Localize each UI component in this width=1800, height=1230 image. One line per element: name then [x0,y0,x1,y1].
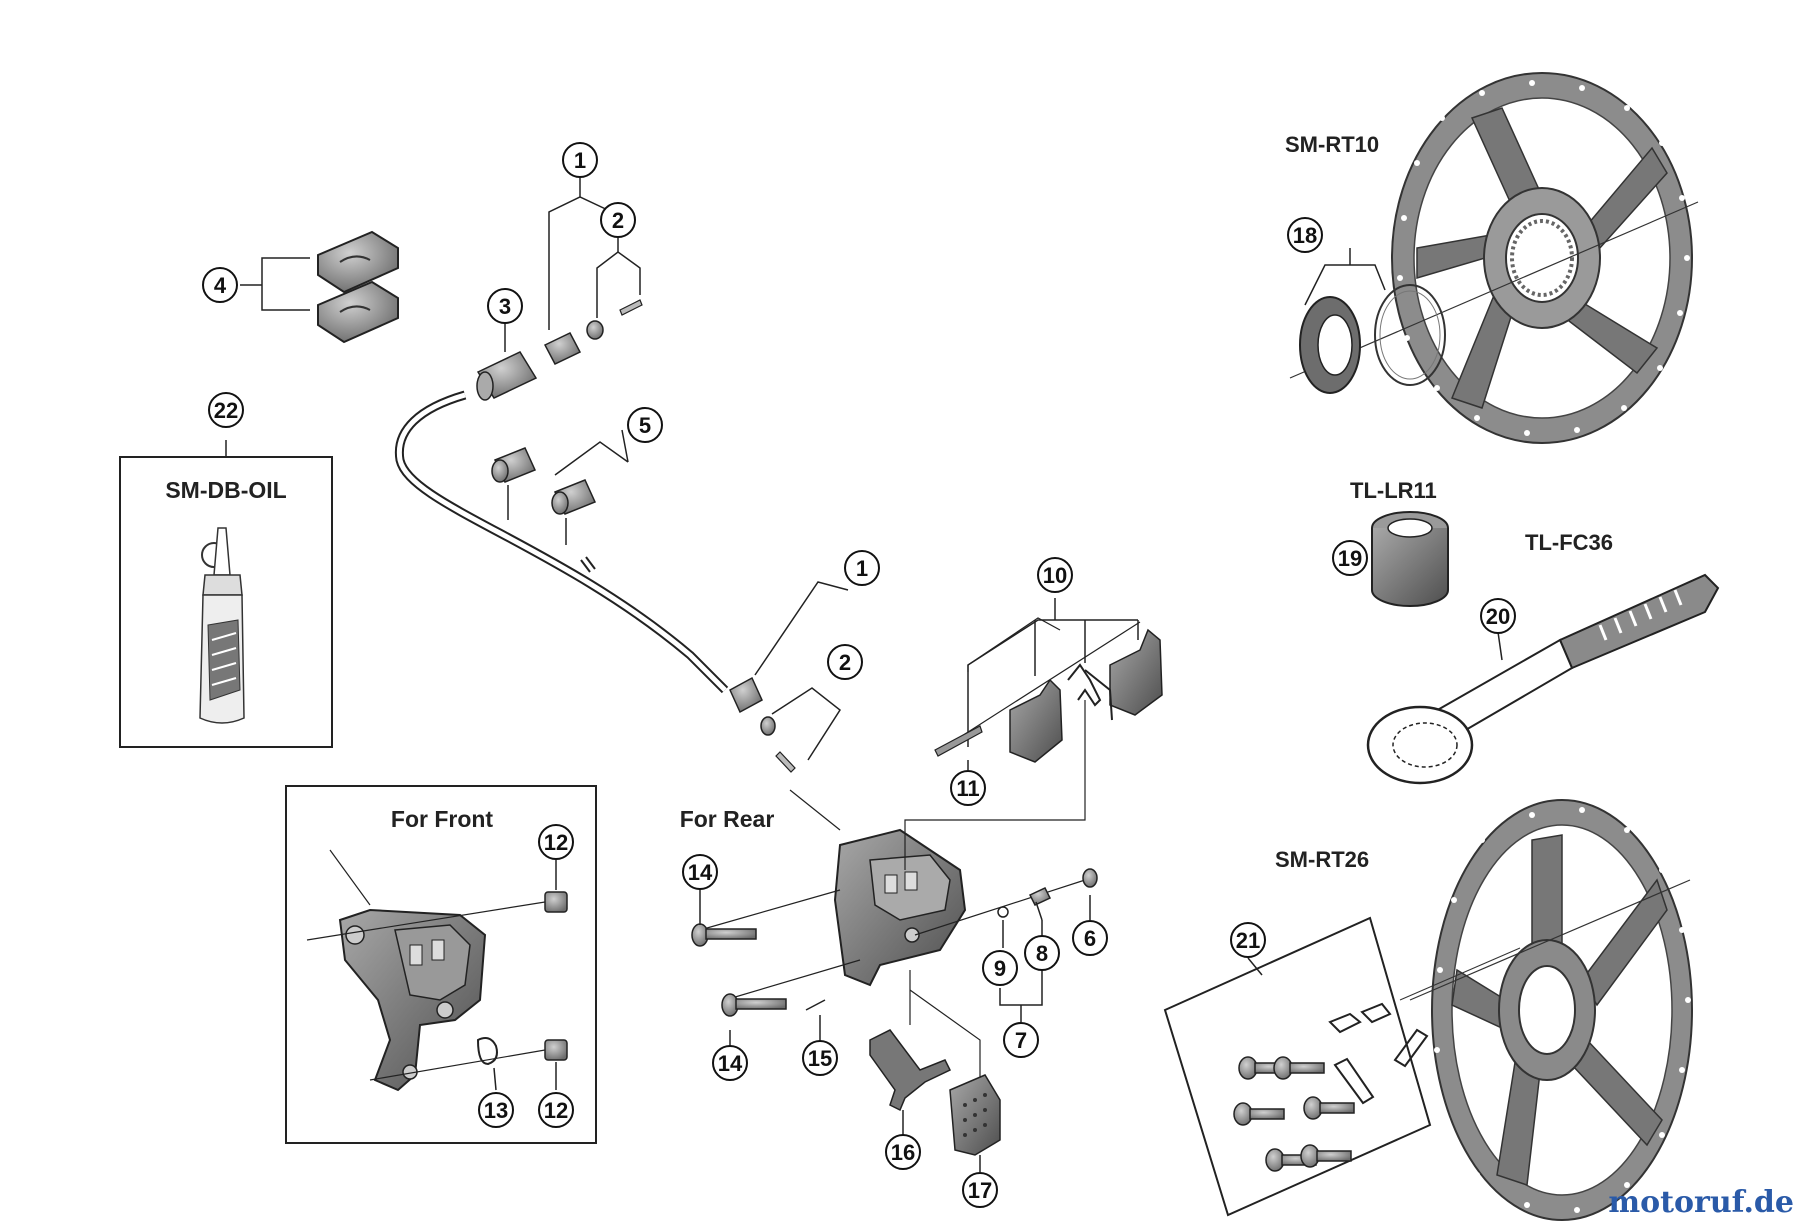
part-1-connector-top [543,178,643,365]
label-tl-lr11: TL-LR11 [1350,478,1437,503]
rotor-sm-rt10: SM-RT10 [1285,72,1699,444]
callout-12-top [538,824,574,860]
callout-number: 18 [1293,223,1317,248]
callout-15 [802,1040,838,1076]
lockring-icon [1299,284,1446,394]
callout-number: 3 [499,294,511,319]
callout-19 [1332,540,1368,576]
callout-9 [982,950,1018,986]
part-21-rotor-bolts-box [1163,916,1521,1217]
callout-16 [885,1134,921,1170]
callout-3 [487,288,523,324]
callout-number: 4 [214,273,227,298]
callout-number: 22 [214,398,238,423]
callout-13 [478,1092,514,1128]
callout-17 [962,1172,998,1208]
callout-21 [1230,922,1266,958]
callout-number: 20 [1486,604,1510,629]
label-sm-db-oil: SM-DB-OIL [165,477,286,503]
part-1-connector-bottom [729,581,849,831]
callout-number: 9 [994,956,1006,981]
brake-pad-icon [1009,628,1163,763]
callout-number: 6 [1084,926,1096,951]
callout-22 [208,392,244,428]
label-tl-fc36: TL-FC36 [1525,530,1613,555]
caliper-icon [338,908,487,1092]
callout-4 [202,267,238,303]
oil-bottle-icon [199,527,245,724]
callout-1-bottom [844,550,880,586]
hose-icon [394,390,729,694]
callout-number: 14 [718,1051,743,1076]
callout-5 [627,407,663,443]
brake-rotor-icon [1391,72,1693,444]
callout-numbers: 1 2 3 4 5 22 1 2 10 11 12 12 13 14 14 15… [214,148,1510,1203]
callout-number: 2 [612,208,624,233]
watermark-logo: motoruf.de [1608,1185,1794,1220]
callout-number: 12 [544,1098,568,1123]
callout-14-top [682,854,718,890]
callout-14-bottom [712,1045,748,1081]
callout-number: 19 [1338,546,1362,571]
callout-11 [950,770,986,806]
part-20-spanner [1366,573,1720,785]
callout-number: 12 [544,830,568,855]
callout-number: 15 [808,1046,832,1071]
part-18-lockring [1299,248,1446,394]
label-sm-rt26: SM-RT26 [1275,847,1369,872]
caliper-icon [833,828,967,987]
brake-pad-icon [949,1074,1001,1156]
part-4-clamp-blocks [240,230,399,344]
watermark-text: motoruf.de [1608,1185,1794,1220]
callout-number: 10 [1043,563,1067,588]
part-5-hose-clips [491,429,629,545]
callout-number: 2 [839,650,851,675]
callout-number: 16 [891,1140,915,1165]
callout-1-top [562,142,598,178]
callouts [202,142,1516,1208]
for-front-box: For Front [285,785,597,1144]
callout-6 [1072,920,1108,956]
callout-number: 21 [1236,928,1260,953]
callout-7 [1003,1022,1039,1058]
part-3-hose-end-cover [476,320,538,401]
callout-number: 1 [574,148,586,173]
label-for-rear: For Rear [680,806,775,832]
part-10-pad-set [934,598,1163,770]
callout-number: 5 [639,413,651,438]
callout-2-bottom [827,644,863,680]
callout-number: 7 [1015,1028,1027,1053]
brake-rotor-icon [1431,799,1693,1221]
callout-number: 1 [856,556,868,581]
callout-number: 13 [484,1098,508,1123]
rotor-sm-rt26: SM-RT26 [1275,799,1693,1221]
callout-8 [1024,935,1060,971]
callout-20 [1480,598,1516,634]
spanner-icon [1366,573,1720,785]
rear-caliper [691,700,1098,1172]
callout-10 [1037,557,1073,593]
part-22-oil-box: SM-DB-OIL [119,440,333,748]
callout-2-top [600,202,636,238]
callout-number: 17 [968,1178,992,1203]
part-19-tool-tl-lr11 [1371,511,1449,607]
callout-number: 14 [688,860,713,885]
label-sm-rt10: SM-RT10 [1285,132,1379,157]
callout-12-bottom [538,1092,574,1128]
label-for-front: For Front [391,806,494,832]
callout-number: 8 [1036,941,1048,966]
callout-18 [1287,217,1323,253]
callout-number: 11 [956,776,979,801]
